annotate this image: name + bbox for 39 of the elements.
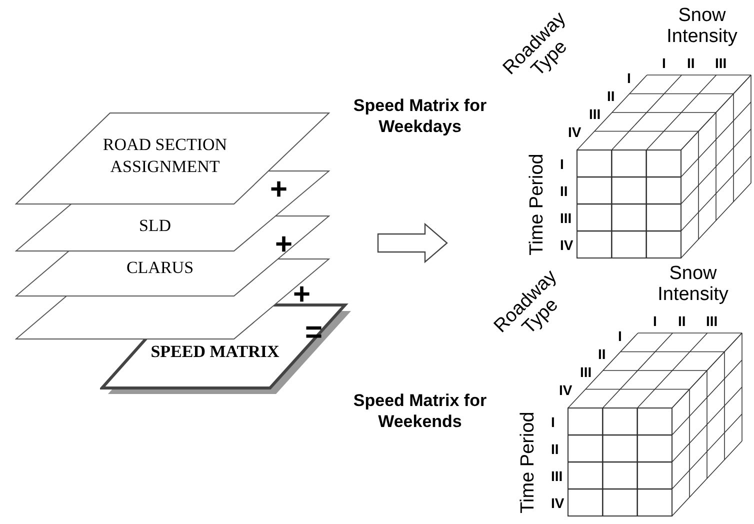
operator-sign: + <box>293 280 311 310</box>
axis-tick: IV <box>559 382 572 398</box>
layer-label: SLD <box>138 215 172 237</box>
axis-title: Time Period <box>526 152 548 258</box>
axis-tick: III <box>560 210 572 226</box>
layer-label: ROAD SECTION ASSIGNMENT <box>102 134 228 178</box>
axis-tick: II <box>687 55 695 71</box>
axis-tick: IV <box>568 124 582 140</box>
layer-sheet <box>100 303 353 396</box>
matrix-title: Speed Matrix for Weekdays <box>352 95 488 137</box>
operator-sign: + <box>270 175 288 205</box>
layer-label: CLARUS <box>125 257 195 279</box>
axis-tick: IV <box>560 237 574 253</box>
operator-sign: = <box>305 318 323 348</box>
axis-tick: IV <box>551 495 564 511</box>
axis-tick: II <box>607 88 615 104</box>
axis-title: Time Period <box>518 410 538 516</box>
axis-tick: II <box>551 441 559 457</box>
axis-tick: III <box>706 313 718 329</box>
layer-sheet <box>15 112 330 205</box>
axis-tick: I <box>662 55 666 71</box>
axis-tick: I <box>618 328 622 344</box>
axis-tick: I <box>551 414 555 430</box>
axis-tick: II <box>678 313 686 329</box>
block-arrow <box>377 222 448 264</box>
axis-tick: I <box>560 156 564 172</box>
layer-label: SPEED MATRIX <box>150 341 280 363</box>
matrix-title: Speed Matrix for Weekends <box>352 390 488 432</box>
axis-title: Snow Intensity <box>656 263 730 305</box>
axis-tick: III <box>589 106 601 122</box>
axis-tick: I <box>653 313 657 329</box>
axis-tick: I <box>627 70 631 86</box>
axis-tick: II <box>560 183 568 199</box>
axis-tick: III <box>551 468 563 484</box>
axis-title: Snow Intensity <box>666 5 738 47</box>
axis-tick: III <box>715 55 727 71</box>
axis-tick: III <box>580 364 592 380</box>
axis-tick: II <box>598 346 606 362</box>
operator-sign: + <box>275 230 293 260</box>
